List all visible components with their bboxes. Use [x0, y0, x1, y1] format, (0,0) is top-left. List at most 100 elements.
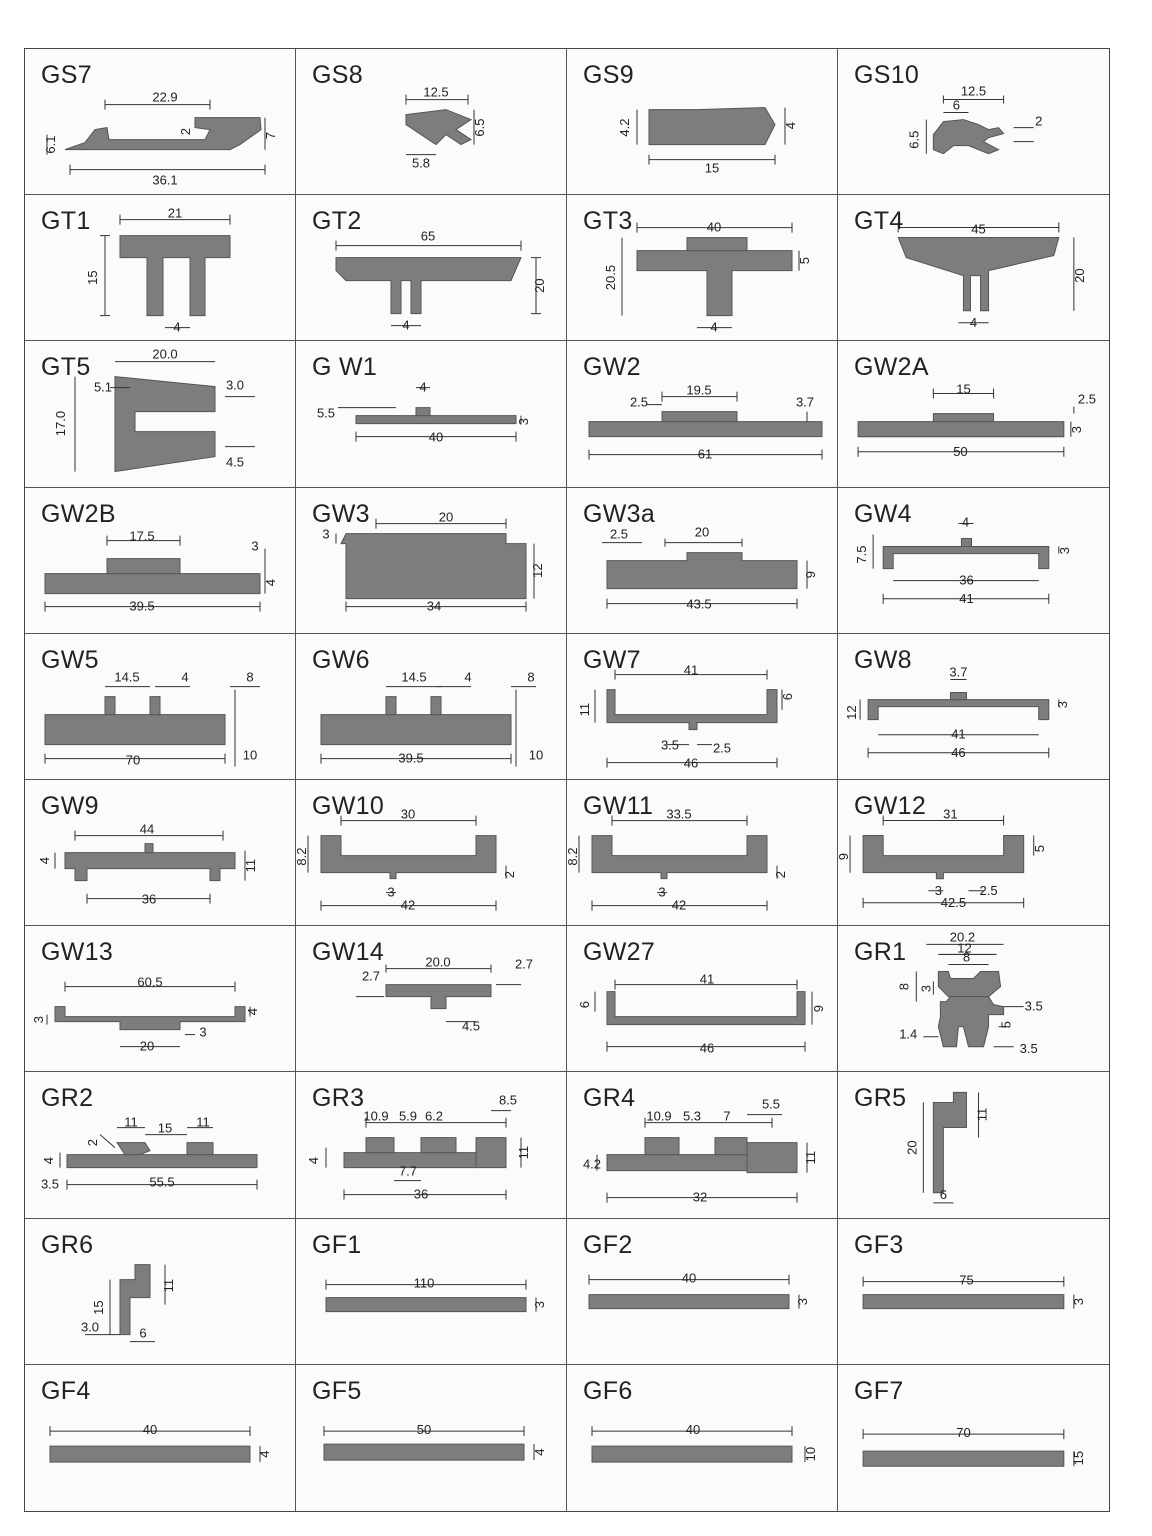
dimension-label: 40 [682, 1270, 696, 1285]
dimension-label: 3.5 [1025, 999, 1043, 1014]
profile-shape [323, 1443, 525, 1461]
profile-shape [606, 1154, 758, 1172]
dimension-label: 20 [904, 1141, 919, 1156]
profile-shape [475, 1137, 507, 1169]
profile-shape [385, 984, 492, 1010]
profile-code: GS10 [854, 61, 920, 89]
profile-code: GS7 [41, 61, 92, 89]
profile-shape [385, 695, 397, 715]
dimension-label: 46 [700, 1041, 714, 1056]
dimension-label: 3.5 [661, 737, 679, 752]
profile-shape [588, 421, 823, 438]
dimension-label: 39.5 [398, 750, 423, 765]
profile-shape [591, 835, 768, 880]
dimension-label: 4.2 [617, 119, 632, 137]
dimension-label: 5 [999, 1021, 1014, 1028]
dimension-label: 20 [532, 279, 547, 293]
dimension-label: 60.5 [137, 975, 162, 990]
dimension-label: 2.5 [610, 526, 628, 541]
dimension-label: 5.5 [762, 1097, 780, 1112]
profile-drawing: 404 [49, 1422, 272, 1463]
dimension-label: 40 [429, 430, 443, 445]
dimension-label: 42 [672, 898, 686, 913]
dimension-line [99, 1134, 116, 1149]
dimension-label: 4 [41, 1157, 56, 1164]
dimension-label: 5.1 [94, 380, 112, 395]
dimension-label: 9 [838, 853, 851, 860]
profile-shape [415, 407, 431, 417]
dimension-label: 61 [698, 447, 712, 462]
dimension-label: 11 [803, 1151, 818, 1165]
dimension-label: 8 [246, 669, 253, 684]
dimension-label: 3 [795, 1298, 810, 1305]
dimension-label: 7.5 [854, 545, 869, 563]
dimension-label: 8.5 [499, 1093, 517, 1108]
dimension-label: 45 [971, 222, 986, 237]
dimension-label: 50 [953, 444, 968, 459]
dimension-label: 3.0 [226, 378, 244, 393]
dimension-label: 20 [439, 509, 453, 524]
profile-shape [119, 1263, 151, 1335]
dimension-label: 20.0 [152, 347, 177, 362]
dimension-label: 6.5 [472, 119, 487, 137]
dimension-label: 6 [940, 1187, 947, 1202]
dimension-label: 36 [959, 572, 974, 587]
profile-code: GF5 [312, 1376, 362, 1405]
profile-shape [49, 1445, 251, 1463]
profile-code: GW3a [583, 499, 656, 528]
dimension-label: 2 [773, 871, 788, 878]
dimension-label: 12.5 [423, 85, 448, 100]
profile-shape [320, 835, 497, 880]
profile-code: GW8 [854, 645, 912, 674]
dimension-label: 8.2 [567, 848, 580, 866]
profile-shape [44, 572, 261, 594]
dimension-label: 8 [963, 950, 970, 965]
profile-code: GF2 [583, 1230, 633, 1259]
profile-shape [114, 376, 216, 473]
dimension-label: 6.5 [906, 131, 921, 149]
profile-code: GW2A [854, 353, 929, 382]
dimension-label: 3.5 [41, 1177, 59, 1192]
dimension-label: 70 [126, 752, 140, 767]
profile-drawing: 12.56.55.8 [405, 85, 487, 171]
profile-shape [606, 688, 778, 730]
dimension-label: 33.5 [666, 807, 691, 822]
dimension-label: 65 [421, 229, 435, 244]
profile-code: GS8 [312, 61, 363, 89]
dimension-label: 4 [419, 380, 426, 395]
dimension-label: 3 [31, 1016, 46, 1023]
profile-shape [867, 698, 1050, 720]
dimension-label: 4 [37, 857, 52, 864]
dimension-label: 2 [178, 128, 193, 135]
dimension-label: 70 [956, 1425, 971, 1440]
dimension-label: 46 [684, 755, 698, 770]
dimension-label: 15 [705, 161, 719, 176]
profile-shape [932, 1092, 967, 1194]
dimension-label: 10 [243, 747, 257, 762]
profile-shape [937, 996, 1005, 1048]
dimension-label: 9 [811, 1005, 826, 1012]
dimension-label: 15 [85, 271, 100, 285]
dimension-label: 6.2 [425, 1109, 443, 1124]
profile-code: GW13 [41, 938, 114, 967]
profile-code: GT4 [854, 207, 904, 236]
dimension-label: 40 [707, 220, 721, 235]
